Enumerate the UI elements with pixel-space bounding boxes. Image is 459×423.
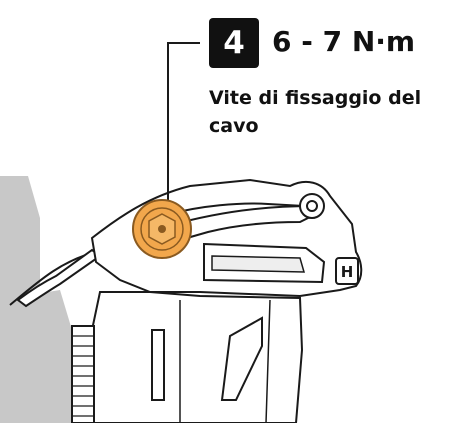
cable-fixing-bolt-center <box>158 225 166 233</box>
torque-spec: 6 - 7 N·m <box>272 25 416 58</box>
frame-tube-part <box>0 176 40 306</box>
cage-cutout <box>220 316 263 401</box>
h-screw-plate <box>335 257 359 285</box>
parallelogram-slot <box>211 255 306 273</box>
step-number-badge: 4 <box>209 18 259 68</box>
cable-anchor-inner <box>306 200 318 212</box>
callout-leader-line <box>167 42 200 226</box>
part-caption: Vite di fissaggio del cavo <box>209 87 422 137</box>
barrel-knurling <box>72 335 94 417</box>
pulley-cage <box>91 291 304 423</box>
h-screw-label: H <box>341 263 354 281</box>
barrel-adjuster <box>71 325 95 423</box>
frame-lower-part <box>0 290 72 423</box>
cage-inner-rib <box>179 299 271 423</box>
cage-slot <box>151 329 165 401</box>
